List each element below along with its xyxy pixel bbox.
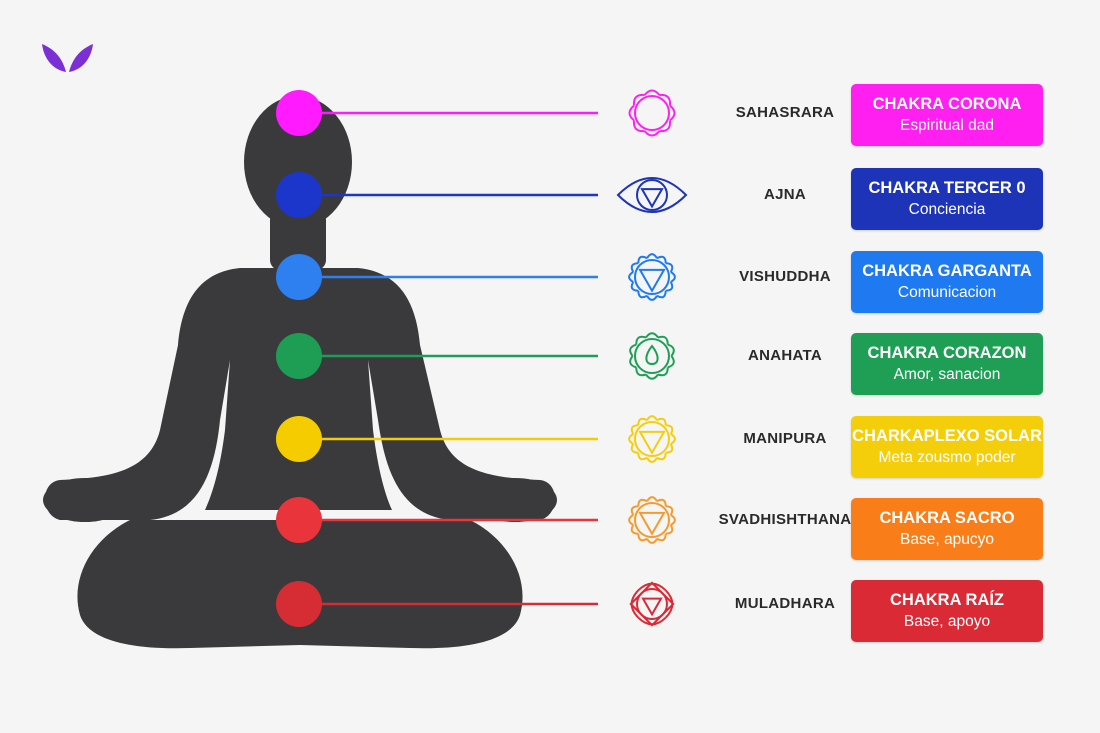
card-subtitle: Base, apucyo: [900, 531, 994, 548]
chakra-dot-manipura: [276, 416, 322, 462]
card-title: CHAKRA CORAZON: [867, 344, 1027, 362]
lotus-triangle-manipura-icon: [628, 415, 676, 463]
card-title: CHAKRA GARGANTA: [862, 262, 1032, 280]
card-vishuddha: CHAKRA GARGANTA Comunicacion: [851, 251, 1043, 313]
card-subtitle: Comunicacion: [897, 284, 997, 301]
chakra-dot-vishuddha: [276, 254, 322, 300]
chakra-dot-ajna: [276, 172, 322, 218]
card-sahasrara: CHAKRA CORONA Espiritual dad: [851, 84, 1043, 146]
chakra-symbols: [616, 89, 688, 627]
label-svadhishthana: SVADHISHTHANA: [718, 511, 852, 528]
chakra-dot-muladhara: [276, 581, 322, 627]
chakra-dot-sahasrara: [276, 90, 322, 136]
label-muladhara: MULADHARA: [734, 595, 836, 612]
card-manipura: CHARKAPLEXO SOLAR Meta zousmo poder: [851, 416, 1043, 478]
connector-lines: [299, 111, 598, 606]
eye-triangle-ajna-icon: [616, 177, 688, 213]
card-subtitle: Meta zousmo poder: [878, 449, 1016, 466]
lotus-circle-sahasrara-icon: [628, 89, 676, 137]
chakra-dot-anahata: [276, 333, 322, 379]
lotus-leaf-logo: [42, 44, 93, 72]
lotus-triangle-svadhishthana-icon: [628, 496, 676, 544]
lotus-drop-anahata-icon: [629, 332, 675, 380]
card-subtitle: Conciencia: [908, 201, 986, 218]
label-ajna: AJNA: [763, 186, 807, 203]
card-subtitle: Base, apoyo: [903, 613, 991, 630]
label-manipura: MANIPURA: [743, 430, 827, 447]
card-ajna: CHAKRA TERCER 0 Conciencia: [851, 168, 1043, 230]
label-vishuddha: VISHUDDHA: [739, 268, 831, 285]
card-title: CHAKRA SACRO: [879, 509, 1015, 527]
label-anahata: ANAHATA: [747, 347, 823, 364]
card-svadhishthana: CHAKRA SACRO Base, apucyo: [851, 498, 1043, 560]
lotus-triangle-vishuddha-icon: [628, 253, 676, 301]
square-lotus-muladhara-icon: [629, 581, 675, 627]
chakra-dot-svadhishthana: [276, 497, 322, 543]
label-sahasrara: SAHASRARA: [735, 104, 835, 121]
card-muladhara: CHAKRA RAÍZ Base, apoyo: [851, 580, 1043, 642]
card-subtitle: Espiritual dad: [900, 117, 994, 134]
card-title: CHAKRA TERCER 0: [868, 179, 1026, 197]
card-anahata: CHAKRA CORAZON Amor, sanacion: [851, 333, 1043, 395]
card-title: CHARKAPLEXO SOLAR: [852, 427, 1042, 445]
card-title: CHAKRA CORONA: [872, 95, 1022, 113]
card-title: CHAKRA RAÍZ: [890, 591, 1004, 609]
card-subtitle: Amor, sanacion: [893, 366, 1001, 383]
chakra-dots: [276, 90, 322, 627]
